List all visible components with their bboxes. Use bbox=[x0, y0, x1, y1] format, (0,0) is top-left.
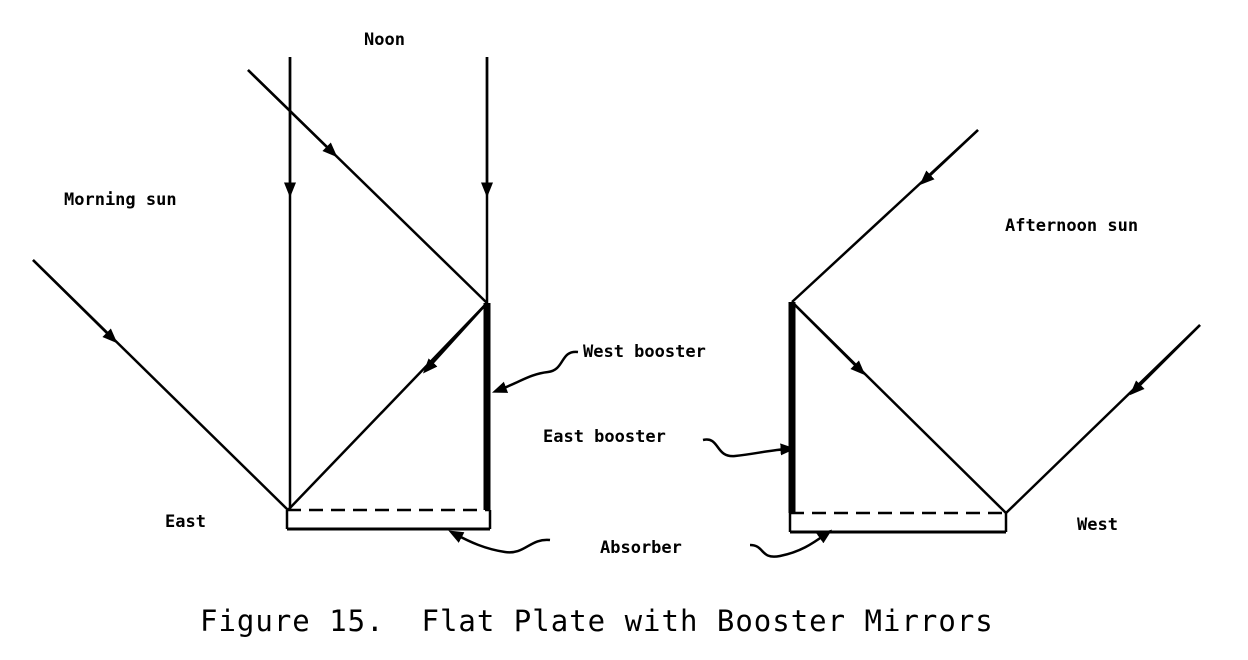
east-label: East bbox=[165, 512, 206, 532]
west-label: West bbox=[1077, 515, 1118, 535]
morning-sun-ray bbox=[32, 259, 289, 511]
figure-caption: Figure 15. Flat Plate with Booster Mirro… bbox=[200, 604, 994, 638]
east-booster-leader bbox=[702, 438, 796, 458]
right-collector bbox=[788, 302, 1008, 534]
morning-sun-label: Morning sun bbox=[64, 190, 177, 210]
west-booster-label: West booster bbox=[583, 342, 706, 362]
noon-rays bbox=[247, 57, 493, 511]
absorber-label: Absorber bbox=[600, 538, 682, 558]
noon-label: Noon bbox=[364, 30, 405, 50]
west-booster-leader bbox=[491, 350, 579, 393]
absorber-right-leader bbox=[749, 529, 833, 558]
afternoon-sun-label: Afternoon sun bbox=[1005, 216, 1139, 236]
absorber-left-leader bbox=[448, 530, 551, 554]
east-booster-label: East booster bbox=[543, 427, 666, 447]
left-collector bbox=[285, 303, 492, 531]
afternoon-sun-rays bbox=[791, 129, 1201, 514]
